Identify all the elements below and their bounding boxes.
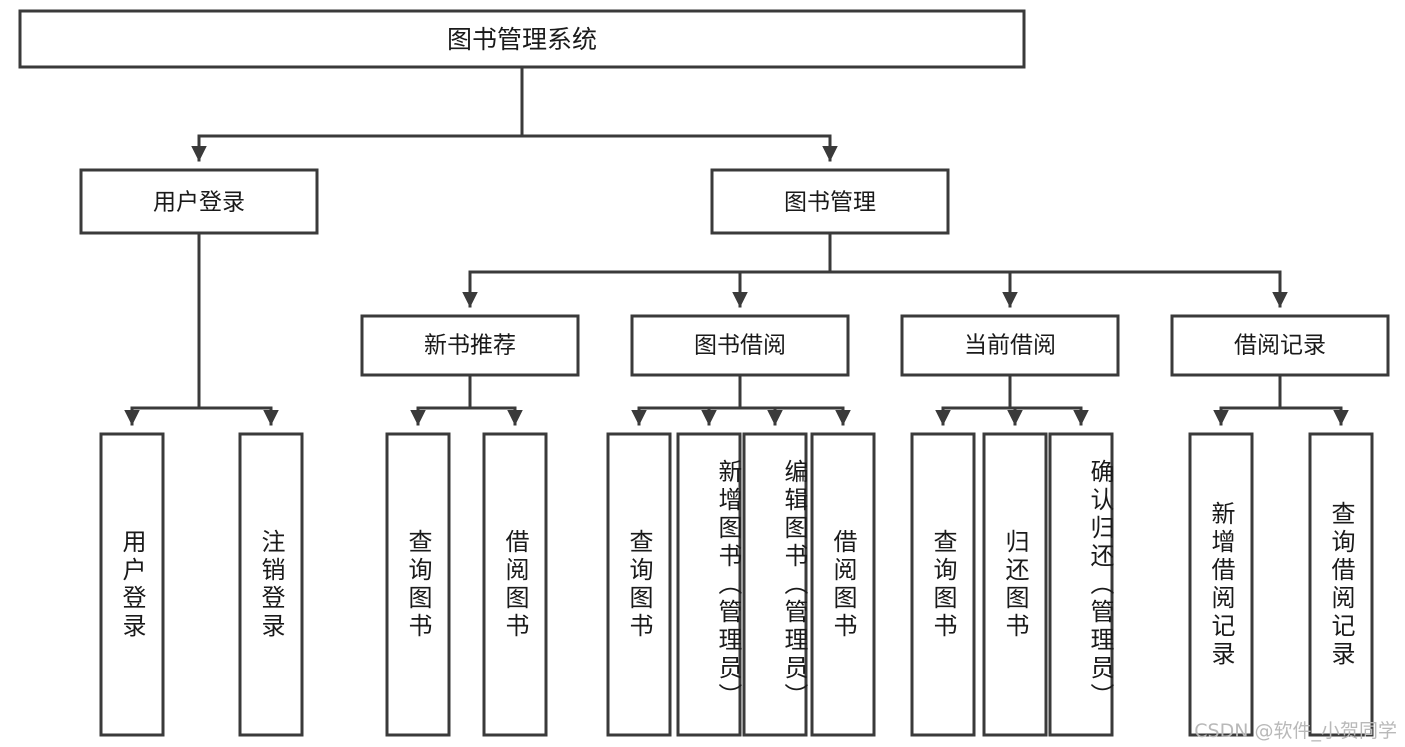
node-user-login-box[interactable]	[79, 168, 319, 235]
node-book-borrow-label: 图书借阅	[694, 333, 786, 359]
node-borrow-record[interactable]: 借阅记录	[1170, 314, 1390, 377]
node-leaf-user-logout-box[interactable]	[238, 432, 304, 737]
node-user-login-label: 用户登录	[153, 190, 245, 216]
node-book-manage-label: 图书管理	[784, 190, 876, 216]
node-book-manage[interactable]: 图书管理	[710, 168, 950, 235]
node-new-book-recommend[interactable]: 新书推荐	[360, 314, 580, 377]
edge-current-borrow-to-leaf-query-book-3	[935, 373, 1012, 426]
connector-group-borrow-record	[1213, 373, 1349, 426]
edge-user-login-to-leaf-user-login	[124, 231, 201, 426]
node-leaf-edit-book-admin-box[interactable]	[742, 432, 808, 737]
node-new-book-recommend-box[interactable]	[360, 314, 580, 377]
edge-root-to-book-manage	[520, 134, 838, 162]
node-leaf-add-borrow-record-box[interactable]	[1188, 432, 1254, 737]
connector-group-root	[191, 65, 838, 162]
edge-book-borrow-to-leaf-edit-book-admin	[738, 406, 783, 426]
node-leaf-borrow-book-1-box[interactable]	[482, 432, 548, 737]
node-current-borrow-label: 当前借阅	[964, 333, 1056, 359]
connector-group-current-borrow	[935, 373, 1089, 426]
node-leaf-user-login-box[interactable]	[99, 432, 165, 737]
edge-book-borrow-to-leaf-query-book-2	[631, 373, 742, 426]
edge-book-borrow-to-leaf-borrow-book-2	[738, 406, 851, 426]
node-book-borrow-box[interactable]	[630, 314, 850, 377]
node-borrow-record-box[interactable]	[1170, 314, 1390, 377]
connector-group-new-book-recommend	[410, 373, 523, 426]
connector-group-book-manage	[462, 231, 1288, 308]
edge-book-manage-to-book-borrow	[732, 270, 832, 308]
node-book-borrow[interactable]: 图书借阅	[630, 314, 850, 377]
edge-book-borrow-to-leaf-add-book-admin	[701, 406, 742, 426]
node-user-login[interactable]: 用户登录	[79, 168, 319, 235]
connector-group-book-borrow	[631, 373, 851, 426]
node-root[interactable]: 图书管理系统	[18, 9, 1026, 69]
edge-borrow-record-to-leaf-query-borrow-record	[1278, 406, 1349, 426]
node-leaf-borrow-book-2-box[interactable]	[810, 432, 876, 737]
edge-root-to-user-login	[191, 65, 524, 162]
node-borrow-record-label: 借阅记录	[1234, 333, 1326, 359]
node-leaf-query-book-2-box[interactable]	[606, 432, 672, 737]
node-leaf-add-book-admin-box[interactable]	[676, 432, 742, 737]
node-leaf-return-book-box[interactable]	[982, 432, 1048, 737]
node-current-borrow[interactable]: 当前借阅	[900, 314, 1120, 377]
node-current-borrow-box[interactable]	[900, 314, 1120, 377]
node-leaf-query-book-1-box[interactable]	[385, 432, 451, 737]
edge-book-manage-to-new-book-recommend	[462, 231, 832, 308]
node-leaf-query-book-3-box[interactable]	[910, 432, 976, 737]
edge-borrow-record-to-leaf-add-borrow-record	[1213, 373, 1282, 426]
edge-current-borrow-to-leaf-confirm-return-admin	[1008, 406, 1089, 426]
edge-book-manage-to-borrow-record	[828, 270, 1288, 308]
edge-book-manage-to-current-borrow	[828, 270, 1018, 308]
leaf-box-group	[99, 432, 1374, 737]
watermark-text: CSDN @软件_小贺同学	[1194, 720, 1397, 742]
edge-new-book-recommend-to-leaf-borrow-book-1	[468, 406, 523, 426]
edge-user-login-to-leaf-user-logout	[197, 406, 279, 426]
node-new-book-recommend-label: 新书推荐	[424, 333, 516, 359]
node-root-label: 图书管理系统	[447, 25, 597, 54]
node-book-manage-box[interactable]	[710, 168, 950, 235]
edge-new-book-recommend-to-leaf-query-book-1	[410, 373, 472, 426]
connector-group-user-login	[124, 231, 279, 426]
node-leaf-confirm-return-admin-box[interactable]	[1048, 432, 1114, 737]
edge-current-borrow-to-leaf-return-book	[1007, 406, 1023, 426]
node-root-box[interactable]	[18, 9, 1026, 69]
node-leaf-query-borrow-record-box[interactable]	[1308, 432, 1374, 737]
